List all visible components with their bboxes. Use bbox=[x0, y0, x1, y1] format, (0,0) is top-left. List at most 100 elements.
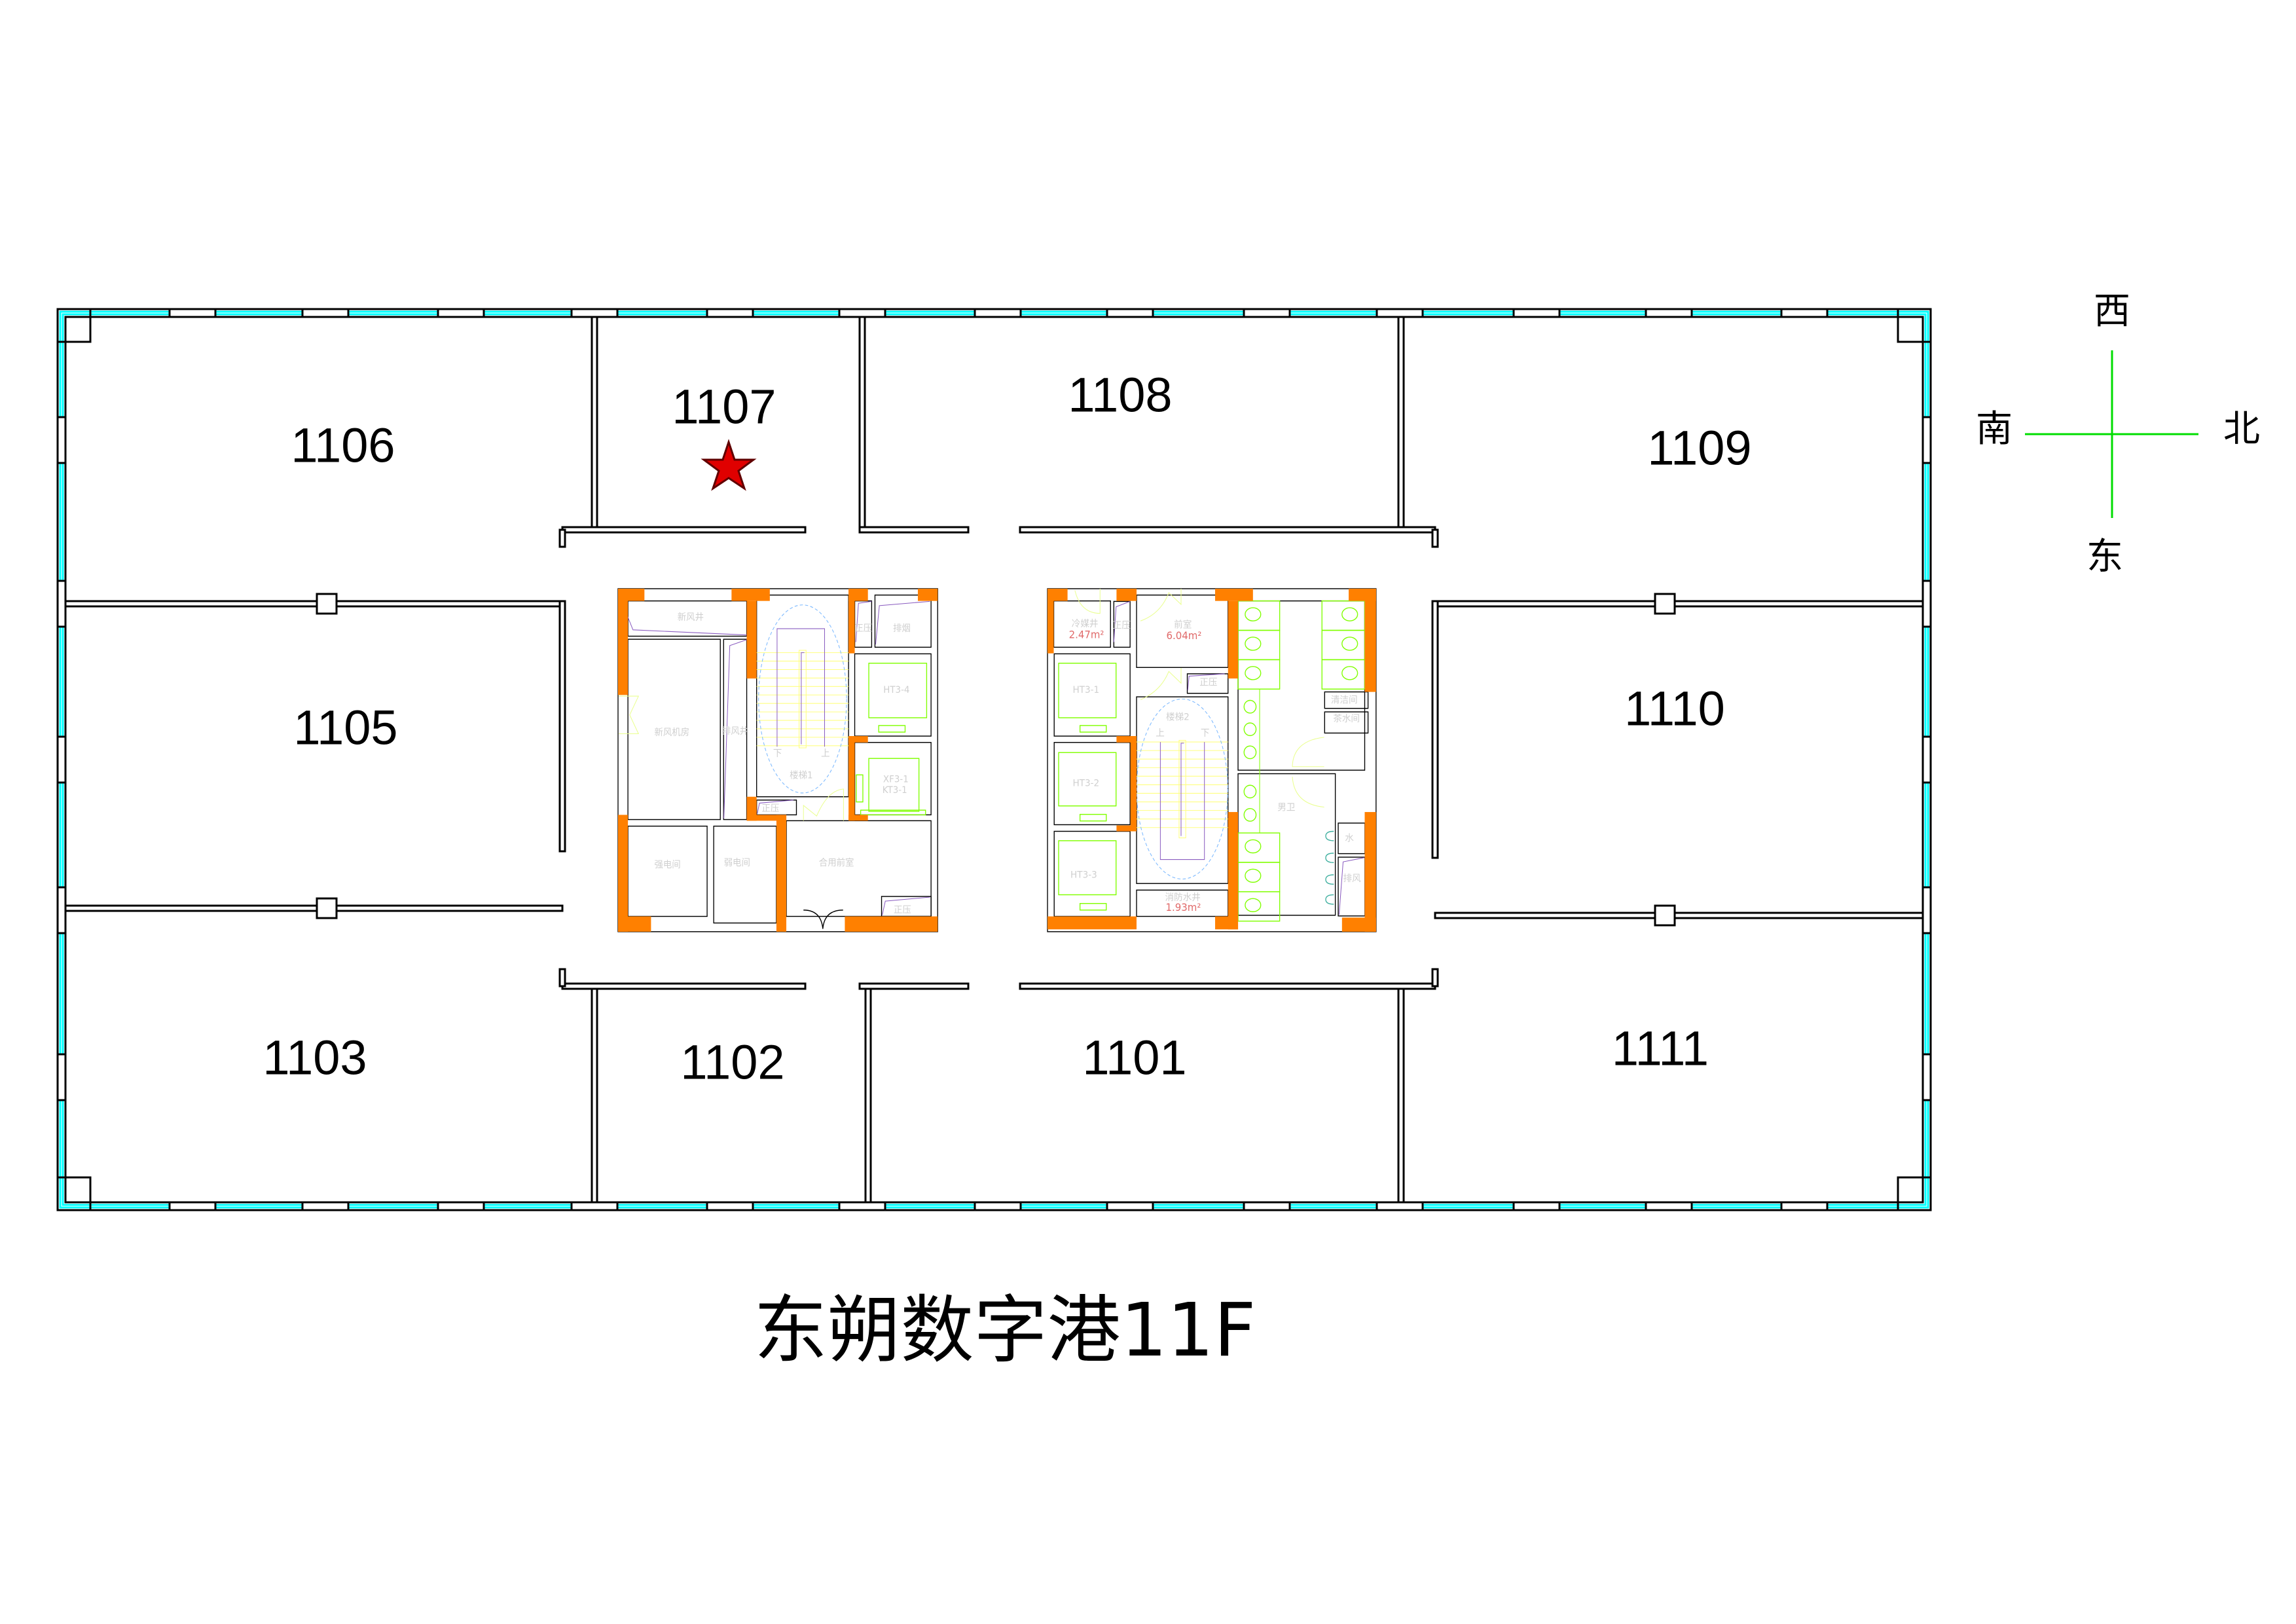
label-male-toilet: 男卫 bbox=[1277, 802, 1295, 813]
wall-pier bbox=[838, 308, 886, 318]
label-tea-room: 茶水间 bbox=[1333, 714, 1360, 724]
label-pressure: 正压 bbox=[894, 904, 911, 915]
partition-wall bbox=[558, 968, 566, 987]
wall-pier bbox=[56, 1053, 67, 1101]
label-up: 上 bbox=[821, 748, 830, 760]
wall-pier bbox=[1243, 308, 1291, 318]
partition-wall bbox=[1019, 982, 1436, 990]
partition-wall bbox=[1397, 316, 1405, 531]
label-elevator: HT3-3 bbox=[1070, 870, 1097, 880]
column bbox=[1654, 593, 1676, 615]
wall-pier bbox=[1922, 416, 1932, 464]
room-1109[interactable]: 1109 bbox=[1647, 421, 1751, 475]
wall-pier bbox=[1780, 1201, 1829, 1211]
wall-pier bbox=[1645, 1201, 1693, 1211]
label-exhaust: 排风 bbox=[1343, 874, 1361, 884]
sink-icon bbox=[1325, 894, 1334, 905]
partition-wall bbox=[858, 526, 970, 534]
wall-pier bbox=[1376, 1201, 1424, 1211]
label-stair-1: 楼梯1 bbox=[790, 770, 812, 781]
wall-pier bbox=[437, 308, 485, 318]
compass-east: 东 bbox=[2086, 536, 2123, 578]
wall-pier bbox=[1106, 308, 1154, 318]
partition-wall bbox=[1019, 526, 1436, 534]
wall-pier bbox=[706, 308, 754, 318]
room-1103[interactable]: 1103 bbox=[263, 1031, 367, 1085]
corner-column bbox=[1897, 1176, 1932, 1211]
urinal-icon bbox=[1243, 722, 1257, 737]
wall-pier bbox=[1780, 308, 1829, 318]
label-fire-water-shaft: 消防水井 bbox=[1165, 893, 1201, 903]
label-water: 水 bbox=[1345, 833, 1354, 843]
partition-wall bbox=[591, 316, 598, 531]
toilet-icon bbox=[1245, 839, 1262, 854]
partition-wall bbox=[591, 985, 598, 1204]
toilet-icon bbox=[1245, 637, 1262, 651]
label-down: 下 bbox=[1201, 728, 1210, 739]
wall-pier bbox=[1512, 308, 1561, 318]
room-1101[interactable]: 1101 bbox=[1082, 1031, 1186, 1085]
compass-west: 西 bbox=[2094, 290, 2130, 333]
column bbox=[1654, 904, 1676, 927]
compass-south: 南 bbox=[1976, 408, 2013, 451]
label-elevator: HT3-4 bbox=[883, 685, 909, 696]
partition-wall bbox=[558, 600, 566, 853]
sink-icon bbox=[1325, 853, 1334, 863]
column bbox=[316, 897, 338, 919]
wall-pier bbox=[1376, 308, 1424, 318]
toilet-icon bbox=[1341, 607, 1358, 621]
label-elevator: XF3-1 bbox=[883, 774, 909, 785]
column bbox=[316, 593, 338, 615]
wall-pier bbox=[838, 1201, 886, 1211]
toilet-stall bbox=[1237, 629, 1281, 661]
toilet-icon bbox=[1245, 607, 1262, 621]
room-1110[interactable]: 1110 bbox=[1624, 682, 1725, 736]
toilet-stall bbox=[1237, 891, 1281, 922]
label-exhaust-shaft: 排风井 bbox=[722, 726, 748, 737]
urinal-icon bbox=[1243, 699, 1257, 714]
wall-pier bbox=[301, 308, 350, 318]
star-icon bbox=[701, 439, 757, 491]
room-1106[interactable]: 1106 bbox=[291, 418, 395, 473]
toilet-stall bbox=[1237, 832, 1281, 863]
wall-pier bbox=[570, 1201, 619, 1211]
partition-wall bbox=[558, 528, 566, 548]
urinal-icon bbox=[1243, 745, 1257, 760]
urinal-icon bbox=[1243, 807, 1257, 822]
label-down: 下 bbox=[773, 748, 782, 760]
label-pressure: 正压 bbox=[1199, 677, 1217, 688]
wall-pier bbox=[437, 1201, 485, 1211]
room-1111: 1111 bbox=[1612, 1022, 1709, 1076]
label-elevator: HT3-2 bbox=[1072, 778, 1099, 788]
room-1102[interactable]: 1102 bbox=[680, 1035, 784, 1090]
sink-icon bbox=[1325, 830, 1334, 841]
room-1105[interactable]: 1105 bbox=[293, 701, 397, 755]
wall-pier bbox=[1922, 735, 1932, 784]
room-1108[interactable]: 1108 bbox=[1068, 368, 1172, 422]
wall-pier bbox=[56, 735, 67, 784]
toilet-icon bbox=[1245, 868, 1262, 883]
wall-pier bbox=[1106, 1201, 1154, 1211]
compass-north: 北 bbox=[2223, 408, 2260, 451]
label-elevator: KT3-1 bbox=[883, 784, 907, 796]
wall-pier bbox=[168, 308, 217, 318]
label-smoke-exhaust: 排烟 bbox=[893, 623, 911, 634]
label-pressure: 正压 bbox=[761, 803, 779, 814]
toilet-icon bbox=[1341, 637, 1358, 651]
core-left: 新风井 新风机房 排风井 楼梯1 下 上 正压 排烟 正压 HT3-4 XF3-… bbox=[617, 588, 938, 932]
partition-wall bbox=[1431, 968, 1439, 987]
partition-wall bbox=[1431, 600, 1439, 859]
wall-pier bbox=[56, 580, 67, 628]
toilet-icon bbox=[1341, 666, 1358, 680]
partition-wall bbox=[1434, 912, 1924, 919]
label-pressure: 正压 bbox=[854, 623, 872, 634]
compass: 西 南 北 东 bbox=[1976, 290, 2260, 578]
wall-pier bbox=[56, 416, 67, 464]
toilet-icon bbox=[1245, 898, 1262, 912]
room-1107[interactable]: 1107 bbox=[672, 380, 776, 434]
partition-wall bbox=[858, 982, 970, 990]
wall-pier bbox=[1645, 308, 1693, 318]
wall-pier bbox=[1922, 1053, 1932, 1101]
partition-wall bbox=[561, 526, 807, 534]
